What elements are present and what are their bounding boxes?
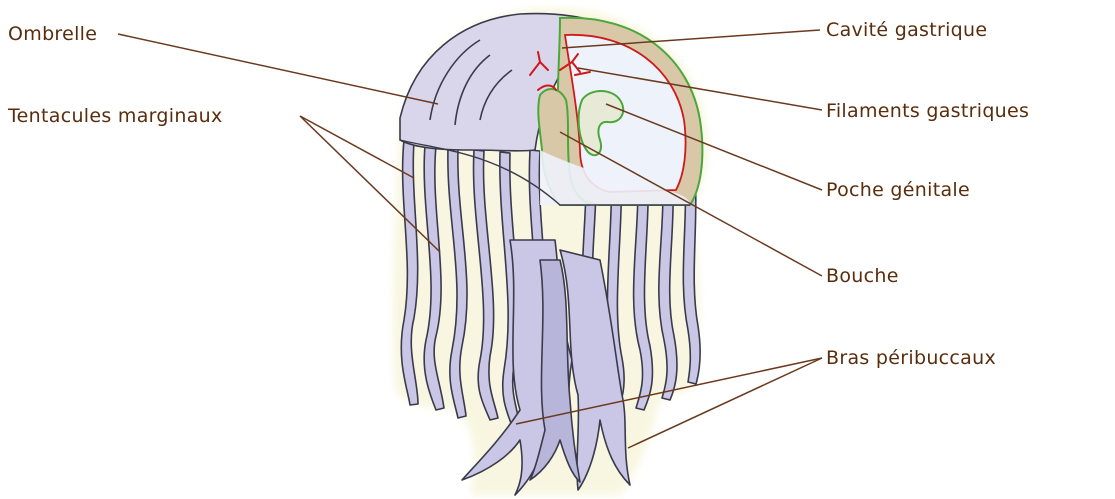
- label-tentacules-marginaux: Tentacules marginaux: [7, 105, 223, 127]
- label-ombrelle: Ombrelle: [8, 23, 97, 45]
- label-bras-peribuccaux: Bras péribuccaux: [826, 347, 996, 369]
- leader-tentacules-1: [300, 116, 414, 178]
- label-cavite-gastrique: Cavité gastrique: [826, 19, 987, 41]
- label-bouche: Bouche: [826, 265, 899, 287]
- label-filaments-gastriques: Filaments gastriques: [826, 100, 1029, 122]
- leader-ombrelle: [118, 34, 438, 104]
- label-poche-genitale: Poche génitale: [826, 179, 970, 201]
